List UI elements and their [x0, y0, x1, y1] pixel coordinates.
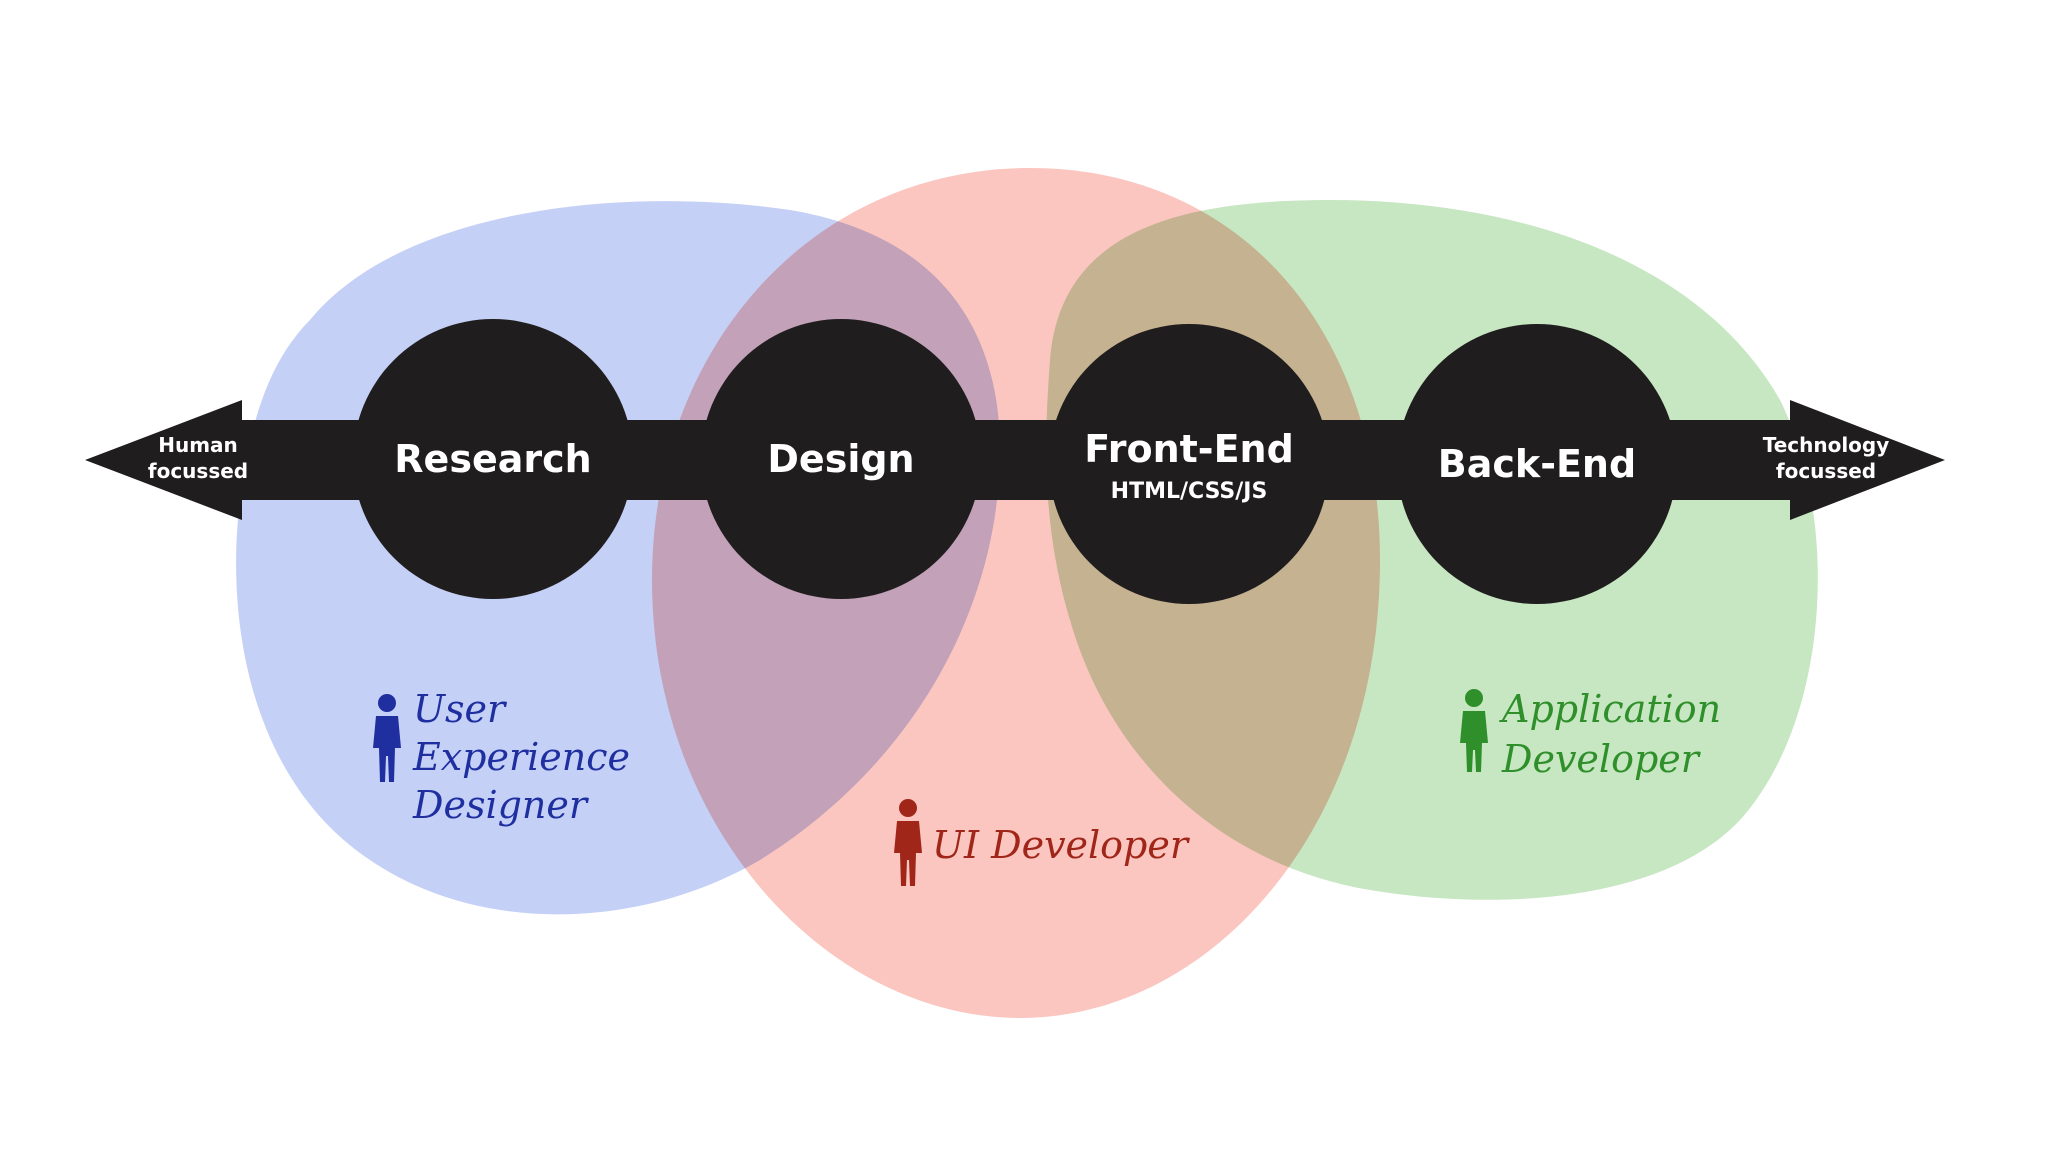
- stage-title: Front-End: [1084, 427, 1294, 471]
- left-arrowhead: [85, 400, 242, 520]
- stage-back-end: Back-End: [1397, 324, 1677, 604]
- right-arrowhead: [1790, 400, 1945, 520]
- left-arrow-label-line2: focussed: [148, 459, 248, 483]
- right-arrow-label-line1: Technology: [1763, 433, 1890, 457]
- right-arrow-label-line2: focussed: [1776, 459, 1876, 483]
- stage-circle: [353, 319, 633, 599]
- stage-front-end: Front-End HTML/CSS/JS: [1049, 324, 1329, 604]
- person-icon: [373, 694, 401, 782]
- person-icon: [894, 799, 922, 886]
- stage-design: Design: [701, 319, 981, 599]
- role-label-line2: Developer: [1501, 737, 1702, 781]
- role-label-line1: Application: [1499, 687, 1721, 731]
- stage-circle: [1049, 324, 1329, 604]
- role-label-line3: Designer: [412, 783, 590, 827]
- stage-circle: [701, 319, 981, 599]
- person-icon: [1460, 689, 1488, 772]
- role-label-line1: User: [413, 687, 508, 731]
- role-label: UI Developer: [932, 823, 1191, 867]
- ui-developer-role: UI Developer: [894, 799, 1191, 886]
- left-arrow-label-line1: Human: [158, 433, 238, 457]
- ux-designer-role: User Experience Designer: [373, 687, 630, 827]
- stage-title: Design: [767, 437, 914, 481]
- stage-research: Research: [353, 319, 633, 599]
- stage-circle: [1397, 324, 1677, 604]
- stage-subtitle: HTML/CSS/JS: [1111, 479, 1268, 504]
- application-developer-role: Application Developer: [1460, 687, 1721, 781]
- stage-title: Back-End: [1438, 442, 1636, 486]
- stage-title: Research: [394, 437, 591, 481]
- role-label-line2: Experience: [412, 735, 630, 779]
